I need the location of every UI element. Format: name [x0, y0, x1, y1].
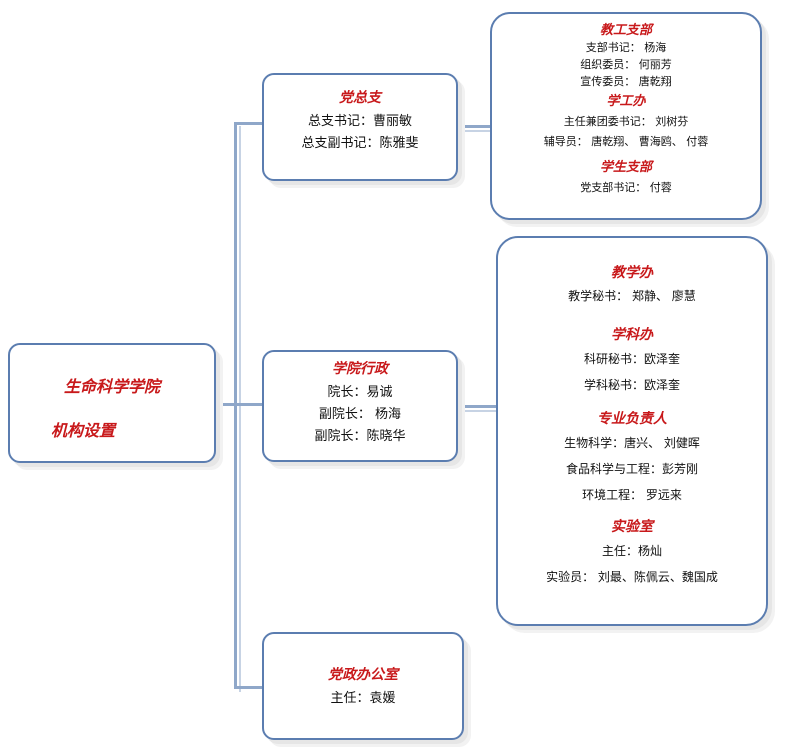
admin-title: 学院行政: [332, 361, 388, 377]
program-leaders-line-3: 环境工程： 罗远来: [582, 488, 682, 502]
admin-line-1: 院长：易诚: [327, 385, 393, 400]
party-line-1: 总支书记：曹丽敏: [307, 114, 412, 129]
teaching-office-line-1: 教学秘书： 郑静、 廖慧: [568, 289, 696, 303]
section-title-student-branch: 学生支部: [599, 160, 652, 175]
section-title-laboratory: 实验室: [611, 519, 653, 535]
root-box: 生命科学学院 机构设置: [8, 343, 216, 463]
connector-party-detail-shadow: [462, 130, 492, 132]
program-leaders-line-2: 食品科学与工程：彭芳刚: [565, 462, 698, 476]
connector-root: [216, 403, 236, 406]
connector-trunk-shadow: [239, 126, 241, 692]
teacher-branch-line-1: 支部书记： 杨海: [585, 41, 667, 54]
laboratory-line-1: 主任：杨灿: [601, 544, 662, 558]
connector-party-detail: [458, 125, 490, 128]
connector-party: [234, 122, 262, 125]
admin-line-2: 副院长： 杨海: [318, 407, 402, 422]
student-affairs-line-2: 辅导员： 唐乾翔、 曹海鸥、 付蓉: [543, 135, 709, 148]
party-title: 党总支: [339, 90, 381, 106]
program-leaders-line-1: 生物科学：唐兴、 刘健晖: [564, 436, 700, 450]
admin-box: 学院行政 院长：易诚 副院长： 杨海 副院长：陈晓华: [262, 350, 458, 462]
section-title-teacher-branch: 教工支部: [599, 23, 652, 38]
office-line-1: 主任：袁媛: [330, 691, 396, 706]
office-box: 党政办公室 主任：袁媛: [262, 632, 464, 740]
party-box: 党总支 总支书记：曹丽敏 总支副书记：陈雅斐: [262, 73, 458, 181]
teacher-branch-line-2: 组织委员： 何丽芳: [580, 58, 672, 71]
office-title: 党政办公室: [328, 667, 398, 683]
teacher-branch-line-3: 宣传委员： 唐乾翔: [580, 75, 672, 88]
laboratory-line-2: 实验员： 刘最、陈佩云、魏国成: [546, 570, 718, 584]
connector-admin: [234, 403, 262, 406]
admin-detail-box: 教学办 教学秘书： 郑静、 廖慧 学科办 科研秘书：欧泽奎 学科秘书：欧泽奎 专…: [496, 236, 768, 626]
connector-admin-detail-shadow: [462, 410, 498, 412]
section-title-discipline-office: 学科办: [611, 327, 653, 343]
student-affairs-line-1: 主任兼团委书记： 刘树芬: [563, 115, 689, 128]
section-title-program-leaders: 专业负责人: [597, 411, 667, 427]
discipline-office-line-2: 学科秘书：欧泽奎: [583, 378, 680, 392]
party-detail-box: 教工支部 支部书记： 杨海 组织委员： 何丽芳 宣传委员： 唐乾翔 学工办 主任…: [490, 12, 762, 220]
section-title-student-affairs: 学工办: [606, 94, 646, 109]
connector-admin-detail: [458, 405, 496, 408]
section-title-teaching-office: 教学办: [611, 265, 653, 281]
root-title-line2: 机构设置: [50, 421, 115, 440]
connector-office: [234, 686, 262, 689]
root-title-line1: 生命科学学院: [63, 377, 160, 396]
party-line-2: 总支副书记：陈雅斐: [301, 136, 419, 151]
admin-line-3: 副院长：陈晓华: [314, 429, 406, 444]
student-branch-line-1: 党支部书记： 付蓉: [580, 181, 672, 194]
discipline-office-line-1: 科研秘书：欧泽奎: [583, 352, 680, 366]
